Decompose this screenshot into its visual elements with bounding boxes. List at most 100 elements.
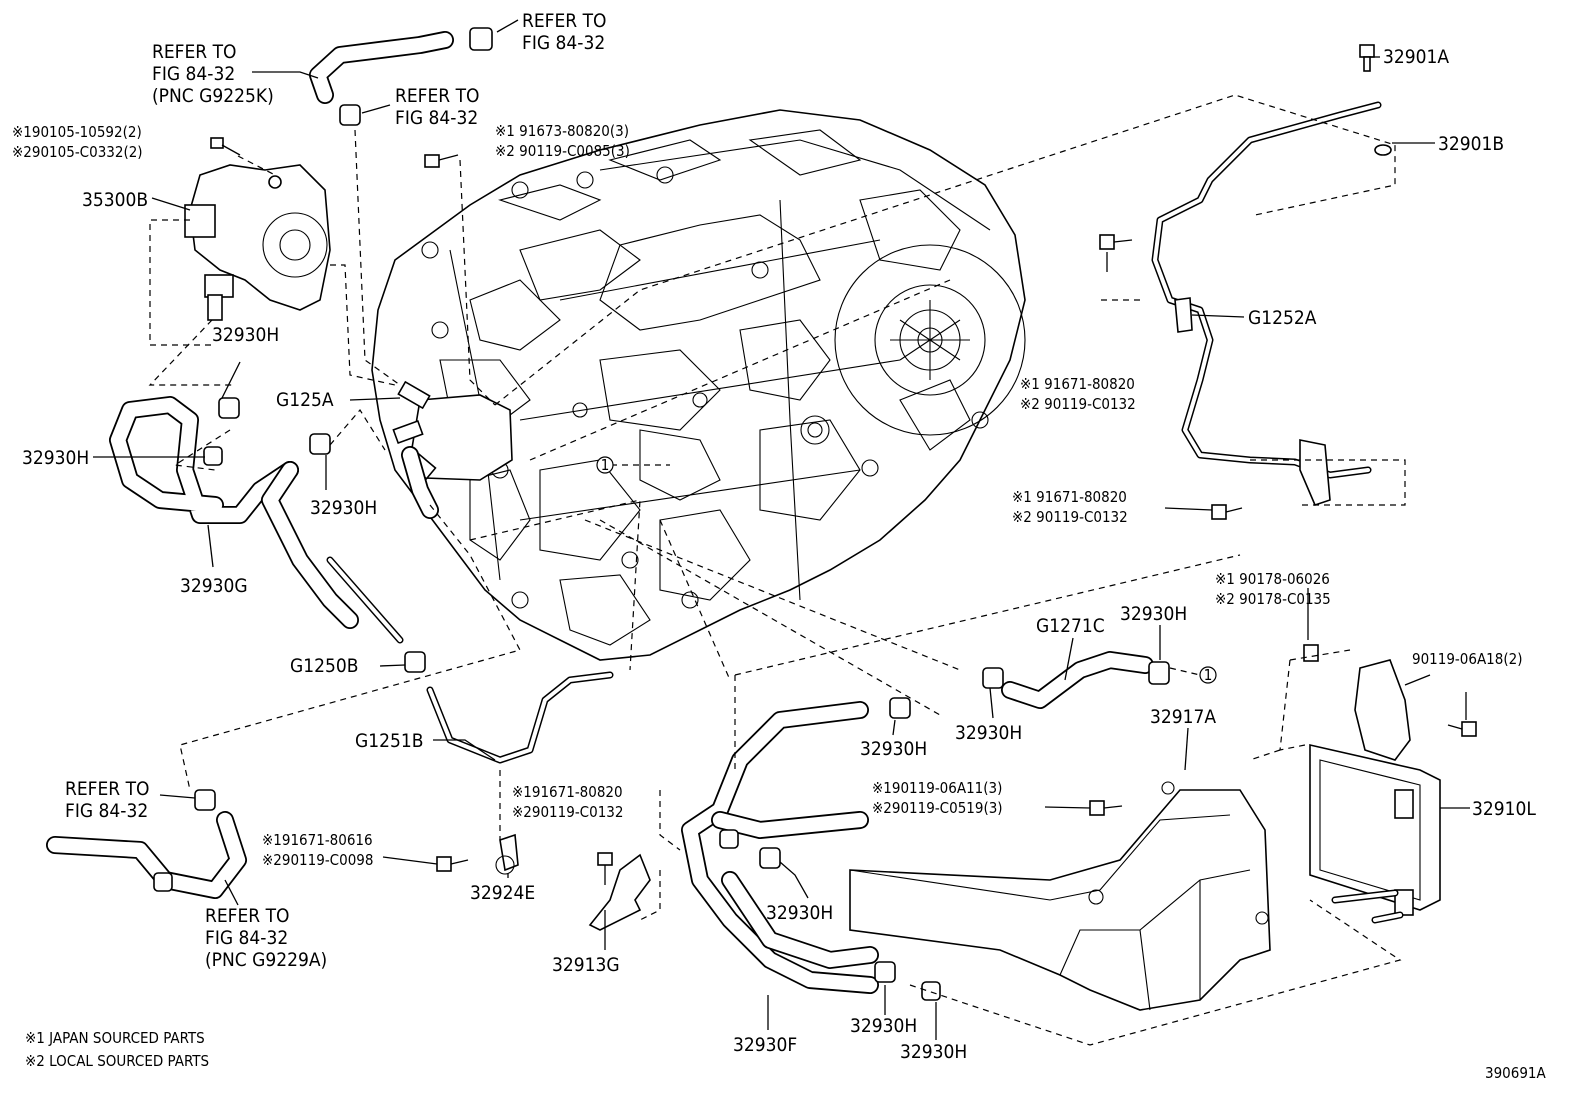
bolt-right-upper-icon [1099,234,1133,250]
bolt-bottom-center-icon [597,852,613,885]
duct-32917a-drawing [849,781,1271,1011]
part-label-32930h: 32930H [955,722,1022,744]
part-label-32930f: 32930F [733,1034,797,1056]
svg-text:※1 91673-80820(3): ※1 91673-80820(3) [495,122,629,140]
bolt-upper-left-icon [210,137,241,156]
refer-note-top-center: REFER TO FIG 84-32 [522,10,607,54]
small-parts-drawing [153,27,1477,1001]
svg-text:※290119-C0098: ※290119-C0098 [262,851,373,869]
part-label-32910l: 32910L [1472,798,1536,820]
bolt-note-right-upper: ※1 91671-80820 ※2 90119-C0132 [1020,375,1136,413]
bolt-right-lower-icon [1211,504,1243,520]
bolt-note-right-nut: ※1 90178-06026 ※2 90178-C0135 [1215,570,1331,608]
part-label-32913g: 32913G [552,954,620,976]
svg-text:※190119-06A11(3): ※190119-06A11(3) [872,779,1002,797]
part-label-32917a: 32917A [1150,706,1216,728]
bolt-note-cooler: 90119-06A18(2) [1412,650,1522,668]
bolt-note-upper-center: ※1 91673-80820(3) ※2 90119-C0085(3) [495,122,630,160]
part-label-32930h: 32930H [900,1041,967,1063]
svg-text:※1 91671-80820: ※1 91671-80820 [1012,488,1127,506]
clamp-icon [404,651,426,673]
part-label-g1271c: G1271C [1036,615,1105,637]
clamp-icon [339,104,361,126]
bolt-duct-icon [1089,800,1123,816]
refer-note-lower-left-a: REFER TO FIG 84-32 [65,778,150,822]
refer-note-upper-mid: REFER TO FIG 84-32 [395,85,480,129]
svg-text:FIG 84-32: FIG 84-32 [65,800,148,822]
washer-32901b-icon [1374,144,1392,156]
bolt-note-right-lower: ※1 91671-80820 ※2 90119-C0132 [1012,488,1128,526]
part-label-g1251b: G1251B [355,730,423,752]
clamp-icon [309,433,331,455]
g125a-adapter-drawing [392,380,513,481]
svg-text:※191671-80616: ※191671-80616 [262,831,373,849]
diagram-id: 390691A [1485,1064,1547,1082]
bolt-32901a-icon [1359,44,1375,72]
hose-paths [46,31,1382,994]
svg-text:※290119-C0519(3): ※290119-C0519(3) [872,799,1003,817]
pump-35300b-drawing [184,164,331,321]
clamp-icon [874,961,896,983]
part-label-32930h: 32930H [22,447,89,469]
svg-text:FIG 84-32: FIG 84-32 [395,107,478,129]
part-label-32930h: 32930H [850,1015,917,1037]
part-label-g1250b: G1250B [290,655,358,677]
svg-text:REFER TO: REFER TO [65,778,150,800]
part-label-g1252a: G1252A [1248,307,1317,329]
part-label-35300b: 35300B [82,189,148,211]
bolt-note-bottom-center: ※191671-80820 ※290119-C0132 [512,783,623,821]
bolt-note-duct: ※190119-06A11(3) ※290119-C0519(3) [872,779,1003,817]
svg-text:※1 JAPAN SOURCED PARTS: ※1 JAPAN SOURCED PARTS [25,1029,205,1047]
callout-marker-1: 1 [1199,666,1217,684]
cooler-32910l-drawing [1309,659,1441,924]
svg-text:1: 1 [1204,666,1213,684]
clamp-icon [203,446,223,466]
transaxle-assembly-drawing [371,109,1026,661]
svg-text:1: 1 [601,456,610,474]
svg-text:※190105-10592(2): ※190105-10592(2) [12,123,142,141]
svg-text:※2 90119-C0132: ※2 90119-C0132 [1020,395,1136,413]
part-label-32930h: 32930H [860,738,927,760]
part-label-32930h: 32930H [1120,603,1187,625]
svg-text:※290119-C0132: ※290119-C0132 [512,803,623,821]
part-label-32901b: 32901B [1438,133,1504,155]
svg-text:※290105-C0332(2): ※290105-C0332(2) [12,143,143,161]
part-label-32930h: 32930H [766,902,833,924]
part-label-32930h: 32930H [310,497,377,519]
clamp-icon [194,789,216,811]
part-label-32901a: 32901A [1383,46,1449,68]
clamp-icon [218,397,240,419]
svg-text:FIG 84-32: FIG 84-32 [152,63,235,85]
svg-text:(PNC G9225K): (PNC G9225K) [152,85,274,107]
svg-text:FIG 84-32: FIG 84-32 [522,32,605,54]
part-label-32924e: 32924E [470,882,535,904]
nut-right-icon [1303,644,1319,662]
svg-text:FIG 84-32: FIG 84-32 [205,927,288,949]
svg-text:※2 90119-C0132: ※2 90119-C0132 [1012,508,1128,526]
clamp-icon [921,981,941,1001]
svg-text:※191671-80820: ※191671-80820 [512,783,623,801]
refer-note-top-left: REFER TO FIG 84-32 (PNC G9225K) [152,41,274,107]
svg-text:REFER TO: REFER TO [205,905,290,927]
svg-text:REFER TO: REFER TO [395,85,480,107]
bolt-bottom-left-icon [436,856,469,872]
bolt-cooler-icon [1447,721,1477,737]
svg-text:※2 LOCAL SOURCED PARTS: ※2 LOCAL SOURCED PARTS [25,1052,209,1070]
svg-text:REFER TO: REFER TO [152,41,237,63]
svg-text:※1 90178-06026: ※1 90178-06026 [1215,570,1330,588]
part-label-32930g: 32930G [180,575,248,597]
part-label-g125a: G125A [276,389,334,411]
part-label-32930h: 32930H [212,324,279,346]
leader-lines [93,19,1470,1040]
svg-text:※2 90178-C0135: ※2 90178-C0135 [1215,590,1331,608]
clamp-icon [719,829,739,849]
refer-note-lower-left-b: REFER TO FIG 84-32 (PNC G9229A) [205,905,327,971]
bolt-note-upper-left: ※190105-10592(2) ※290105-C0332(2) [12,123,143,161]
clamp-icon [759,847,781,869]
svg-text:※1 91671-80820: ※1 91671-80820 [1020,375,1135,393]
clamp-icon [889,697,911,719]
clamp-icon [982,667,1004,689]
svg-text:※2 90119-C0085(3): ※2 90119-C0085(3) [495,142,630,160]
callout-marker-1: 1 [596,456,614,474]
